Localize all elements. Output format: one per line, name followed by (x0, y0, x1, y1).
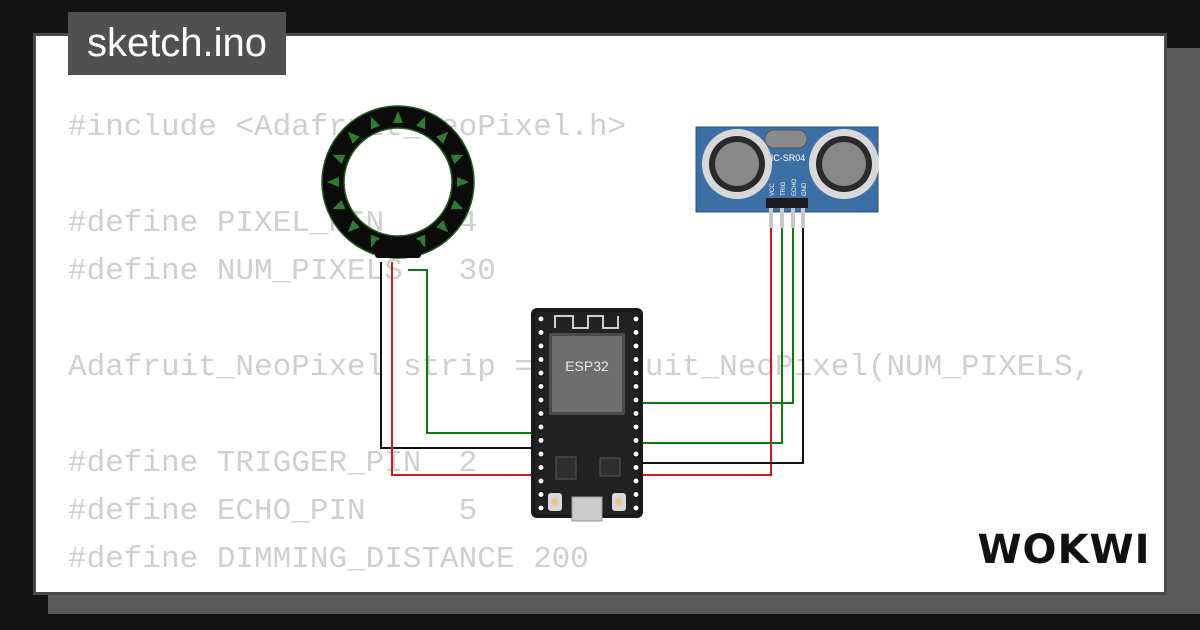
esp32-pin (537, 396, 545, 404)
esp32-pin (537, 342, 545, 350)
code-line: #define NUM_PIXELS 30 (68, 254, 496, 289)
sensor-pin-label: TRIG (781, 181, 787, 196)
sensor-pin-label: ECHO (792, 178, 798, 196)
esp32-pin (537, 437, 545, 444)
neopixel-ring[interactable] (321, 105, 475, 259)
esp32-pins-left (537, 315, 545, 512)
esp32-label: ESP32 (565, 358, 609, 374)
ring-led (347, 220, 360, 233)
ring-leds (327, 111, 469, 253)
ring-led (370, 234, 381, 248)
esp32-pin (632, 437, 640, 444)
esp32-pin (537, 464, 545, 471)
wire-neopixel-vcc (391, 262, 541, 476)
esp32-pin (537, 450, 545, 458)
esp32-pin (537, 423, 545, 431)
code-line: #define DIMMING_DISTANCE 200 (68, 542, 589, 577)
wire-neopixel-gnd (380, 262, 541, 449)
esp32-pin (632, 450, 640, 458)
esp32-pin (632, 491, 640, 498)
esp32-pin (632, 342, 640, 350)
esp32-pin (632, 315, 640, 323)
ring-led (415, 116, 426, 130)
file-tab[interactable]: sketch.ino (68, 12, 286, 75)
esp32-pin (537, 356, 545, 363)
ring-led (332, 199, 346, 210)
ring-led (450, 199, 464, 210)
ring-led (436, 220, 449, 233)
esp32-board[interactable]: ESP32 (531, 308, 643, 522)
esp32-pin (632, 504, 640, 512)
hc-sr04-sensor[interactable]: HC-SR04 VCC TRIG ECHO GND (695, 126, 879, 228)
wire-sensor-gnd (640, 212, 804, 464)
esp32-pin (632, 396, 640, 404)
esp32-pin (537, 491, 545, 498)
esp32-pin (537, 477, 545, 485)
sensor-pin-label: VCC (770, 183, 776, 196)
sensor-label: HC-SR04 (767, 153, 806, 163)
ring-led (450, 154, 464, 165)
esp32-pin (632, 410, 640, 417)
ring-led (436, 131, 449, 144)
ring-led (327, 177, 339, 187)
sensor-pin-label: GND (802, 182, 808, 196)
esp32-pin (537, 410, 545, 417)
esp32-pin (537, 329, 545, 336)
ring-led (393, 111, 403, 123)
ring-led (332, 154, 346, 165)
ring-led (370, 116, 381, 130)
esp32-pin (537, 383, 545, 390)
esp32-pin (537, 315, 545, 323)
ring-led (415, 234, 426, 248)
code-line: #define TRIGGER_PIN 2 (68, 446, 478, 481)
wire-sensor-echo (640, 212, 794, 404)
wokwi-logo-text: WOKWI (978, 527, 1150, 573)
code-line: #define ECHO_PIN 5 (68, 494, 478, 529)
ring-led (457, 177, 469, 187)
esp32-pin (632, 464, 640, 471)
wokwi-logo: WOKWI (978, 527, 1150, 573)
wire-sensor-trig (640, 212, 783, 444)
esp32-pin (537, 504, 545, 512)
ring-led (347, 131, 360, 144)
esp32-pin (632, 383, 640, 390)
esp32-pin (632, 423, 640, 431)
esp32-pins-right (632, 315, 640, 512)
esp32-pin (537, 369, 545, 377)
esp32-pin (632, 477, 640, 485)
esp32-pin (632, 329, 640, 336)
esp32-pin (632, 356, 640, 363)
sensor-pin-labels: VCC TRIG ECHO GND (770, 178, 808, 196)
esp32-pin (632, 369, 640, 377)
